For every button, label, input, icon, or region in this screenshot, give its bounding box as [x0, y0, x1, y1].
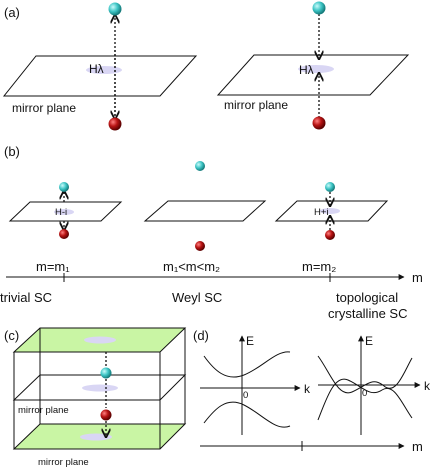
phase-topological-line2: crystalline SC: [328, 306, 407, 321]
phase-weyl-sc: Weyl SC: [172, 290, 222, 305]
mirror-plane-label-c-bottom: mirror plane: [38, 457, 89, 468]
panel-label-a: (a): [4, 5, 20, 20]
red-ball: [59, 229, 69, 239]
e-axis-label-left: E: [246, 334, 254, 348]
hamiltonian-patch: [54, 209, 74, 215]
cyan-ball: [195, 161, 205, 171]
lower-band-right: [317, 378, 413, 421]
red-ball: [325, 230, 335, 240]
mirror-plane-b-middle: [143, 200, 267, 222]
panel-label-c: (c): [4, 328, 19, 343]
marker-m1-lt-m-lt-m2: m₁<m<m₂: [163, 259, 220, 274]
k-axis-label-left: k: [304, 382, 311, 396]
hamiltonian-patch: [84, 336, 116, 344]
k-axis-label-right: k: [424, 379, 431, 393]
cyan-ball: [312, 1, 326, 15]
e-axis-label-right: E: [365, 334, 373, 348]
hamiltonian-patch: [80, 433, 112, 441]
cyan-ball: [100, 367, 112, 379]
cyan-ball: [59, 182, 69, 192]
mirror-plane-a-left: [2, 55, 198, 97]
hamiltonian-patch: [320, 208, 340, 214]
h-minus-i-label: H-i: [55, 207, 67, 218]
phase-trivial-sc: trivial SC: [0, 290, 52, 305]
upper-band-right: [317, 355, 413, 394]
marker-m-equals-m2: m=m₂: [302, 259, 336, 274]
lower-band-left: [203, 401, 291, 428]
phase-topological-line1: topological: [336, 290, 398, 305]
hamiltonian-patch: [298, 65, 334, 73]
mirror-plane-label-left: mirror plane: [12, 101, 76, 115]
mirror-plane-a-right: [216, 54, 410, 96]
m-axis-label-d: m: [412, 439, 423, 454]
hamiltonian-patch: [86, 66, 122, 74]
h-lambda-label-left: Hλ: [89, 62, 104, 76]
mirror-plane-label-right: mirror plane: [224, 98, 288, 112]
upper-band-left: [203, 351, 291, 378]
h-lambda-label-right: Hλ: [299, 63, 314, 77]
marker-m-equals-m1: m=m₁: [36, 259, 70, 274]
m-axis-label: m: [412, 270, 423, 285]
mirror-plane-label-c-middle: mirror plane: [18, 405, 69, 416]
red-ball: [195, 241, 205, 251]
h-plus-i-label: H+i: [314, 207, 329, 218]
panel-label-b: (b): [4, 144, 20, 159]
cyan-ball: [108, 2, 122, 16]
panel-label-d: (d): [193, 328, 209, 343]
red-ball: [100, 409, 112, 421]
cyan-ball: [325, 182, 335, 192]
origin-label-right: 0: [362, 388, 367, 399]
hamiltonian-patch: [82, 384, 118, 392]
origin-label-left: 0: [243, 390, 248, 401]
red-ball: [108, 117, 122, 131]
red-ball: [312, 116, 326, 130]
